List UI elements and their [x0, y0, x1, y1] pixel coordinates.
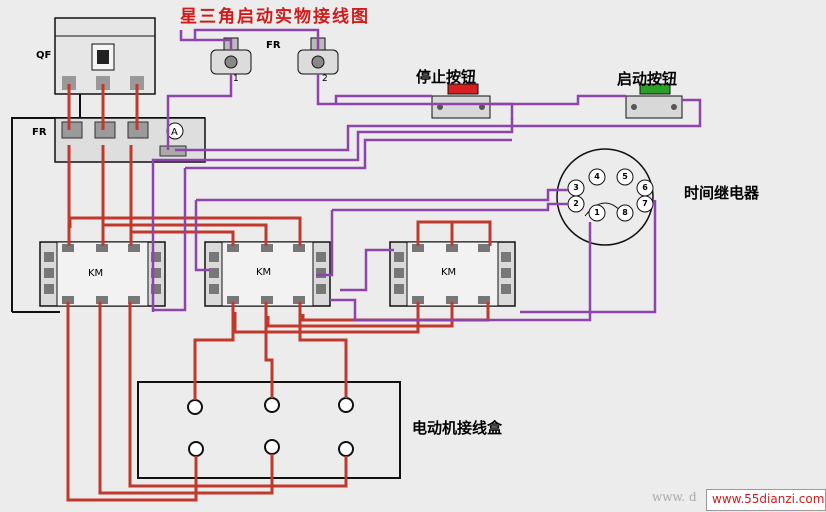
relay-pin-8: 8 — [622, 208, 628, 217]
contactor-km3-label: KM — [441, 267, 457, 278]
relay-pin-1: 1 — [594, 208, 600, 217]
fuse-1-number: 1 — [233, 74, 239, 84]
watermark-left: www. d — [652, 490, 697, 504]
breaker-label: QF — [36, 50, 52, 61]
thermal-relay-fr: A — [54, 117, 206, 163]
fuse-label: FR — [266, 40, 281, 51]
relay-pin-5: 5 — [622, 172, 628, 181]
relay-pin-7: 7 — [642, 199, 648, 208]
fuse-2-number: 2 — [322, 74, 328, 84]
contactor-km2-label: KM — [256, 267, 272, 278]
control-wires — [151, 28, 702, 322]
contactor-km1-label: KM — [88, 268, 104, 279]
thermal-relay-label: FR — [32, 127, 47, 138]
relay-pin-6: 6 — [642, 183, 648, 192]
start-button-label: 启动按钮 — [617, 70, 678, 88]
contactor-km3-body — [389, 241, 516, 307]
watermark-right: www.55dianzi.com — [712, 492, 825, 506]
svg-text:A: A — [171, 127, 178, 138]
time-relay-label: 时间继电器 — [684, 184, 760, 202]
contactor-km1-body — [39, 241, 166, 307]
relay-pin-2: 2 — [573, 199, 579, 208]
relay-pin-3: 3 — [573, 183, 579, 192]
relay-pin-4: 4 — [594, 172, 600, 181]
stop-button-label: 停止按钮 — [416, 68, 477, 86]
motor-terminal-box — [137, 381, 401, 479]
time-relay-socket — [556, 148, 654, 246]
page-title: 星三角启动实物接线图 — [180, 7, 370, 27]
stop-button-body — [431, 83, 491, 119]
motor-box-label: 电动机接线盒 — [412, 419, 503, 437]
breaker-qf — [54, 17, 156, 95]
start-button-body — [625, 83, 683, 119]
